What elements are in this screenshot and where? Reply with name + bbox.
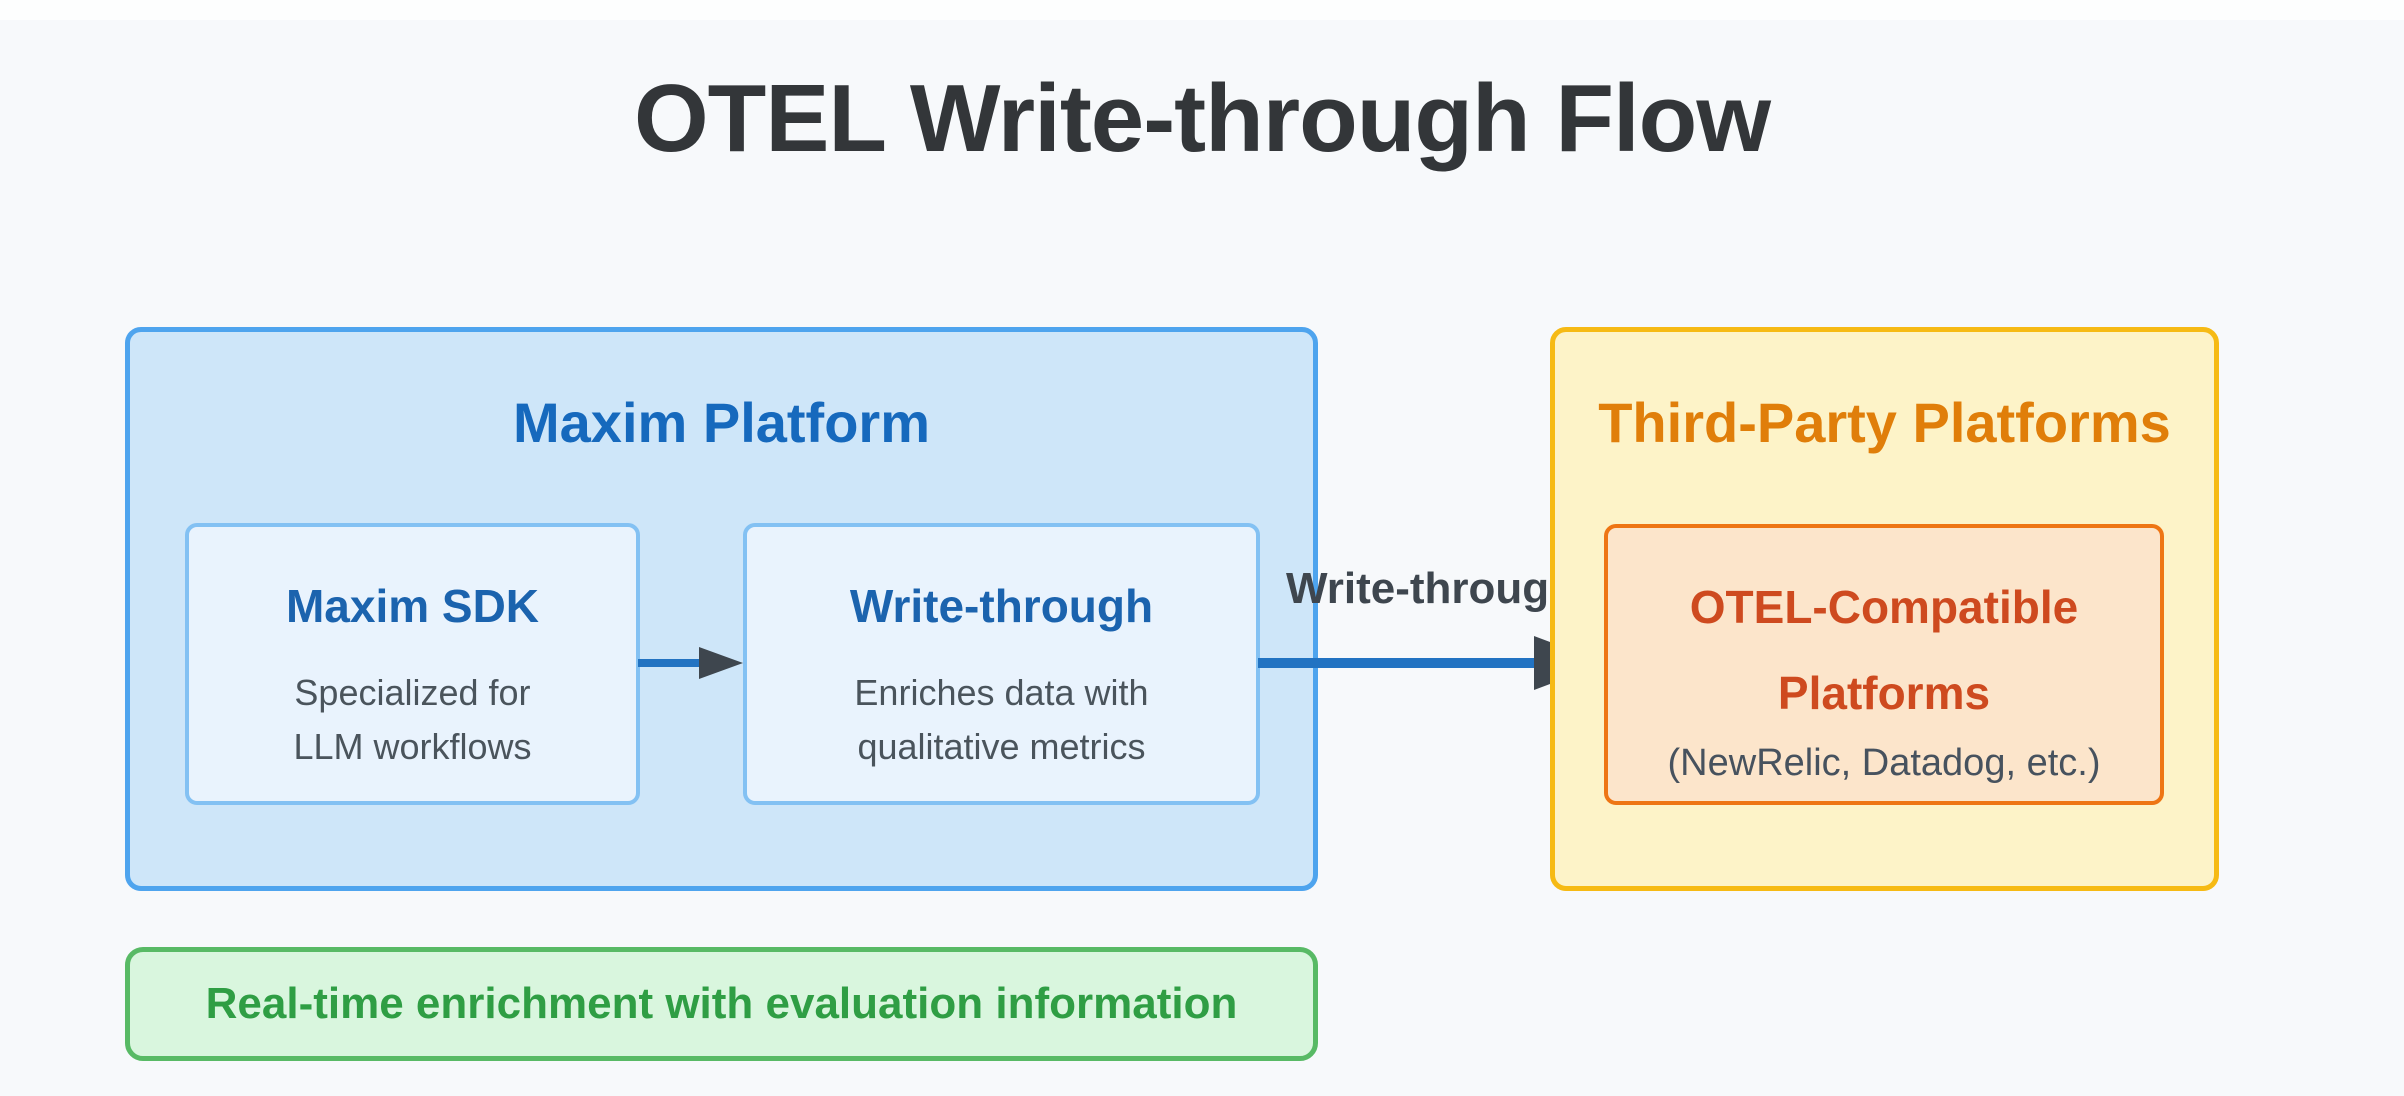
node-write-through-title: Write-through	[849, 580, 1154, 632]
node-write-through-body-line2: qualitative metrics	[857, 726, 1146, 767]
node-maxim-sdk-body-line2: LLM workflows	[293, 726, 532, 767]
node-otel-title-line2: Platforms	[1777, 667, 1991, 719]
edge-write-through-label: Write-through	[1286, 564, 1577, 613]
diagram-title: OTEL Write-through Flow	[634, 65, 1771, 172]
node-otel-title-line1: OTEL-Compatible	[1689, 581, 2079, 633]
cluster-third-party-platforms-label: Third-Party Platforms	[1598, 391, 2171, 454]
node-maxim-sdk-body: Specialized for LLM workflows	[293, 666, 531, 774]
cluster-third-party-platforms: Third-Party Platforms OTEL-Compatible Pl…	[1550, 327, 2219, 891]
cluster-maxim-platform: Maxim Platform Maxim SDK Specialized for…	[125, 327, 1318, 891]
node-maxim-sdk-body-line1: Specialized for	[294, 672, 531, 713]
edge-sdk-to-write-through-line	[638, 659, 702, 667]
top-strip	[0, 0, 2404, 20]
node-otel-compatible-platforms: OTEL-Compatible Platforms (NewRelic, Dat…	[1604, 524, 2164, 805]
edge-write-through-to-otel-line	[1258, 658, 1536, 668]
node-otel-body: (NewRelic, Datadog, etc.)	[1667, 742, 2101, 784]
cluster-maxim-platform-label: Maxim Platform	[513, 391, 930, 454]
note-text: Real-time enrichment with evaluation inf…	[205, 979, 1238, 1028]
note-realtime-enrichment: Real-time enrichment with evaluation inf…	[125, 947, 1318, 1061]
node-write-through: Write-through Enriches data with qualita…	[743, 523, 1260, 805]
node-maxim-sdk-title: Maxim SDK	[285, 580, 540, 632]
node-maxim-sdk: Maxim SDK Specialized for LLM workflows	[185, 523, 640, 805]
node-write-through-body: Enriches data with qualitative metrics	[854, 666, 1148, 774]
node-otel-title: OTEL-Compatible Platforms	[1690, 564, 2078, 736]
node-write-through-body-line1: Enriches data with	[854, 672, 1149, 713]
arrowhead-right-icon	[699, 647, 743, 679]
